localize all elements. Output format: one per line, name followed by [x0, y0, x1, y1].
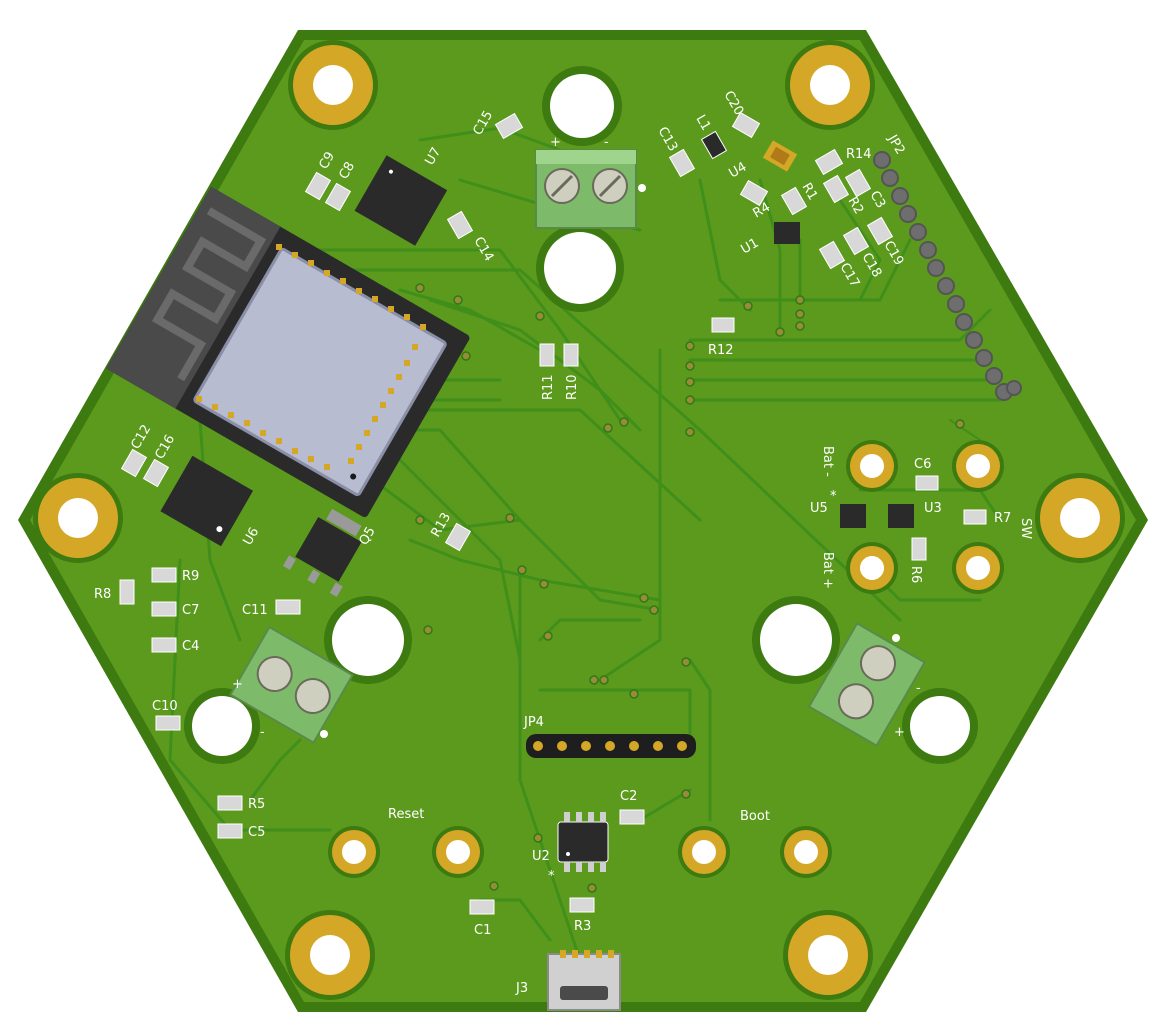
label-r14: R14: [846, 147, 872, 162]
label-minus-left: -: [260, 725, 265, 740]
label-l1: L1: [693, 113, 714, 134]
label-r6: R6: [908, 566, 923, 583]
label-c4: C4: [182, 639, 199, 654]
label-r3: R3: [574, 919, 591, 934]
label-sw: SW: [1018, 518, 1033, 539]
mounting-hole: [285, 910, 375, 1000]
screw-terminal-icon: [838, 683, 874, 720]
esp32-module: [106, 186, 470, 518]
ic-u2: [557, 812, 609, 872]
label-c1: C1: [474, 923, 491, 938]
label-u2: U2: [532, 849, 550, 864]
label-j3: J3: [515, 981, 528, 996]
label-r9: R9: [182, 569, 199, 584]
battery-pad: [846, 542, 898, 594]
label-star-u2: *: [548, 869, 555, 884]
label-r8: R8: [94, 587, 111, 602]
ic-u6: [160, 455, 254, 547]
label-c7: C7: [182, 603, 199, 618]
ic-u4: [762, 140, 798, 172]
usb-connector-j3: [547, 950, 621, 1011]
boot-pad: [678, 826, 730, 878]
large-holes: [184, 66, 978, 764]
label-c6: C6: [914, 457, 931, 472]
screw-terminal-icon: [860, 645, 896, 682]
label-plus-top: +: [550, 135, 561, 150]
header-jp4: [526, 734, 696, 758]
boot-pad: [780, 826, 832, 878]
switch-pad: [952, 440, 1004, 492]
label-c2: C2: [620, 789, 637, 804]
label-reset: Reset: [388, 807, 424, 822]
label-r5: R5: [248, 797, 265, 812]
label-minus-right: -: [916, 681, 921, 696]
label-star-u5: *: [830, 489, 837, 504]
label-c5: C5: [248, 825, 265, 840]
label-u5: U5: [810, 501, 828, 516]
label-bat-minus: Bat -: [820, 446, 835, 477]
label-bat-plus: Bat +: [820, 552, 835, 589]
ic-u3: [888, 504, 914, 528]
mounting-hole: [33, 473, 123, 563]
label-c11: C11: [242, 603, 268, 618]
battery-pad: [846, 440, 898, 492]
reset-pad: [328, 826, 380, 878]
mounting-hole: [1035, 473, 1125, 563]
label-r7: R7: [994, 511, 1011, 526]
ic-u5: [840, 504, 866, 528]
transistor-q5: [283, 508, 362, 597]
screw-terminal-right: [807, 622, 927, 747]
label-r1: R1: [799, 181, 821, 203]
tht-pads: [328, 440, 1004, 878]
label-r10: R10: [565, 374, 580, 400]
antenna-trace-icon: [151, 207, 267, 382]
label-r12: R12: [708, 343, 734, 358]
switch-pad: [952, 542, 1004, 594]
passive-components: [119, 111, 987, 915]
label-c10: C10: [152, 699, 178, 714]
ic-u1: [774, 222, 800, 244]
screw-terminal-icon: [294, 678, 331, 714]
label-plus-right: +: [894, 725, 905, 740]
mounting-hole: [288, 40, 378, 130]
screw-terminal-left: [229, 625, 354, 745]
header-jp2: [873, 151, 1022, 401]
label-u3: U3: [924, 501, 942, 516]
esp32-pins: [196, 244, 426, 470]
screw-terminal-icon: [256, 656, 293, 692]
rf-shield: [193, 247, 447, 497]
label-r4: R4: [751, 200, 773, 222]
mounting-holes: [33, 40, 1125, 1000]
label-jp4: JP4: [523, 715, 544, 730]
label-r11: R11: [541, 374, 556, 400]
screw-terminal-top: [535, 149, 646, 229]
label-plus-left: +: [232, 677, 243, 692]
label-boot: Boot: [740, 809, 770, 824]
mounting-hole: [783, 910, 873, 1000]
label-minus-top: -: [604, 135, 609, 150]
ic-u7: [354, 155, 448, 246]
reset-pad: [432, 826, 484, 878]
label-r2: R2: [845, 195, 867, 217]
mounting-hole: [785, 40, 875, 130]
